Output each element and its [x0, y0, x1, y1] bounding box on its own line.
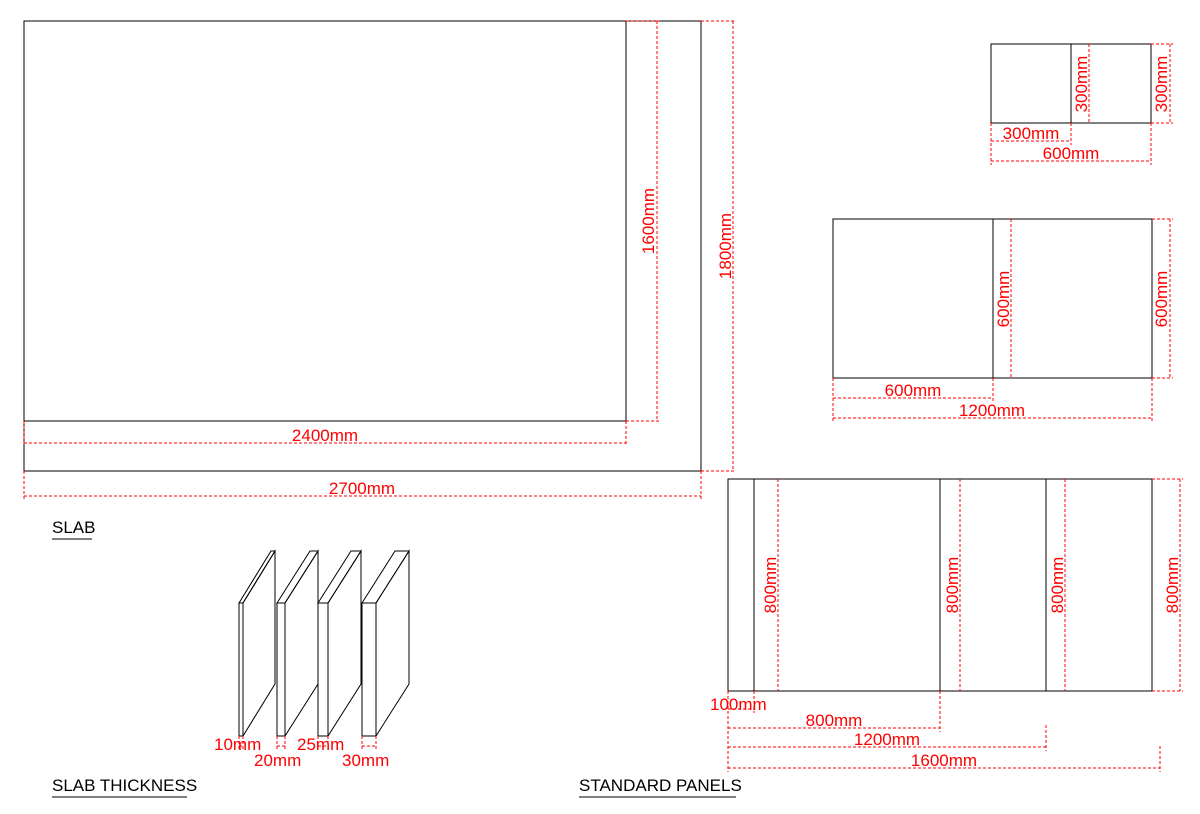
plate-25-side — [327, 549, 362, 738]
plate-30-front — [361, 602, 377, 737]
plate-25-top — [317, 550, 362, 604]
plate-10-top — [238, 550, 276, 604]
thickness-plate-30 — [361, 549, 410, 738]
dim-label-large-h3: 800mm — [1048, 557, 1067, 614]
dim-label-10: 10mm — [214, 735, 261, 754]
thickness-plate-20 — [276, 549, 319, 738]
thickness-plate-25 — [317, 549, 362, 738]
dim-label-20: 20mm — [254, 751, 301, 770]
dim-label-small-w-outer: 600mm — [1043, 144, 1100, 163]
dim-label-medium-h-inner: 600mm — [994, 271, 1013, 328]
plate-20-top — [276, 550, 319, 604]
dim-label-1800: 1800mm — [716, 213, 735, 279]
dim-label-2400: 2400mm — [292, 426, 358, 445]
plate-30-side — [375, 549, 410, 738]
dim-label-large-1600: 1600mm — [911, 751, 977, 770]
thickness-plate-10 — [238, 549, 276, 738]
plate-20-side — [284, 549, 319, 738]
small-panel-drawing: 300mm 300mm 300mm 600mm — [990, 43, 1173, 165]
dim-label-large-800: 800mm — [806, 711, 863, 730]
dim-label-large-100: 100mm — [710, 695, 767, 714]
dim-label-medium-w-inner: 600mm — [885, 381, 942, 400]
dim-label-2700: 2700mm — [329, 479, 395, 498]
slab-outer-outline — [23, 20, 702, 472]
plate-30-top — [361, 550, 410, 604]
slab-drawing: 2400mm 2700mm 1600mm 1800mm SLAB — [23, 20, 736, 540]
dim-label-25: 25mm — [297, 735, 344, 754]
standard-panels-caption: STANDARD PANELS — [579, 776, 742, 795]
medium-panel-drawing: 600mm 600mm 600mm 1200mm — [832, 218, 1173, 421]
plate-25-front — [317, 602, 329, 737]
dim-label-small-w-inner: 300mm — [1003, 124, 1060, 143]
large-panel-drawing: 800mm 800mm 800mm 800mm 100mm 800mm 1200… — [579, 478, 1183, 798]
dim-label-medium-w-outer: 1200mm — [959, 401, 1025, 420]
dim-label-large-h4: 800mm — [1163, 557, 1182, 614]
slab-thickness-caption: SLAB THICKNESS — [52, 776, 197, 795]
plate-20-front — [276, 602, 286, 737]
dim-label-medium-h-outer: 600mm — [1152, 271, 1171, 328]
dim-label-small-h-inner: 300mm — [1072, 56, 1091, 113]
dim-label-large-h1: 800mm — [761, 557, 780, 614]
slab-thickness-drawing: 10mm 20mm 25mm 30mm SLAB THICKNESS — [52, 549, 410, 798]
dim-label-small-h-outer: 300mm — [1152, 56, 1171, 113]
plate-10-front — [238, 602, 244, 737]
dim-label-large-h2: 800mm — [943, 557, 962, 614]
plate-10-side — [242, 549, 276, 738]
slab-caption: SLAB — [52, 518, 95, 537]
dim-label-1600: 1600mm — [639, 188, 658, 254]
dim-label-30: 30mm — [342, 751, 389, 770]
dim-label-large-1200: 1200mm — [854, 730, 920, 749]
